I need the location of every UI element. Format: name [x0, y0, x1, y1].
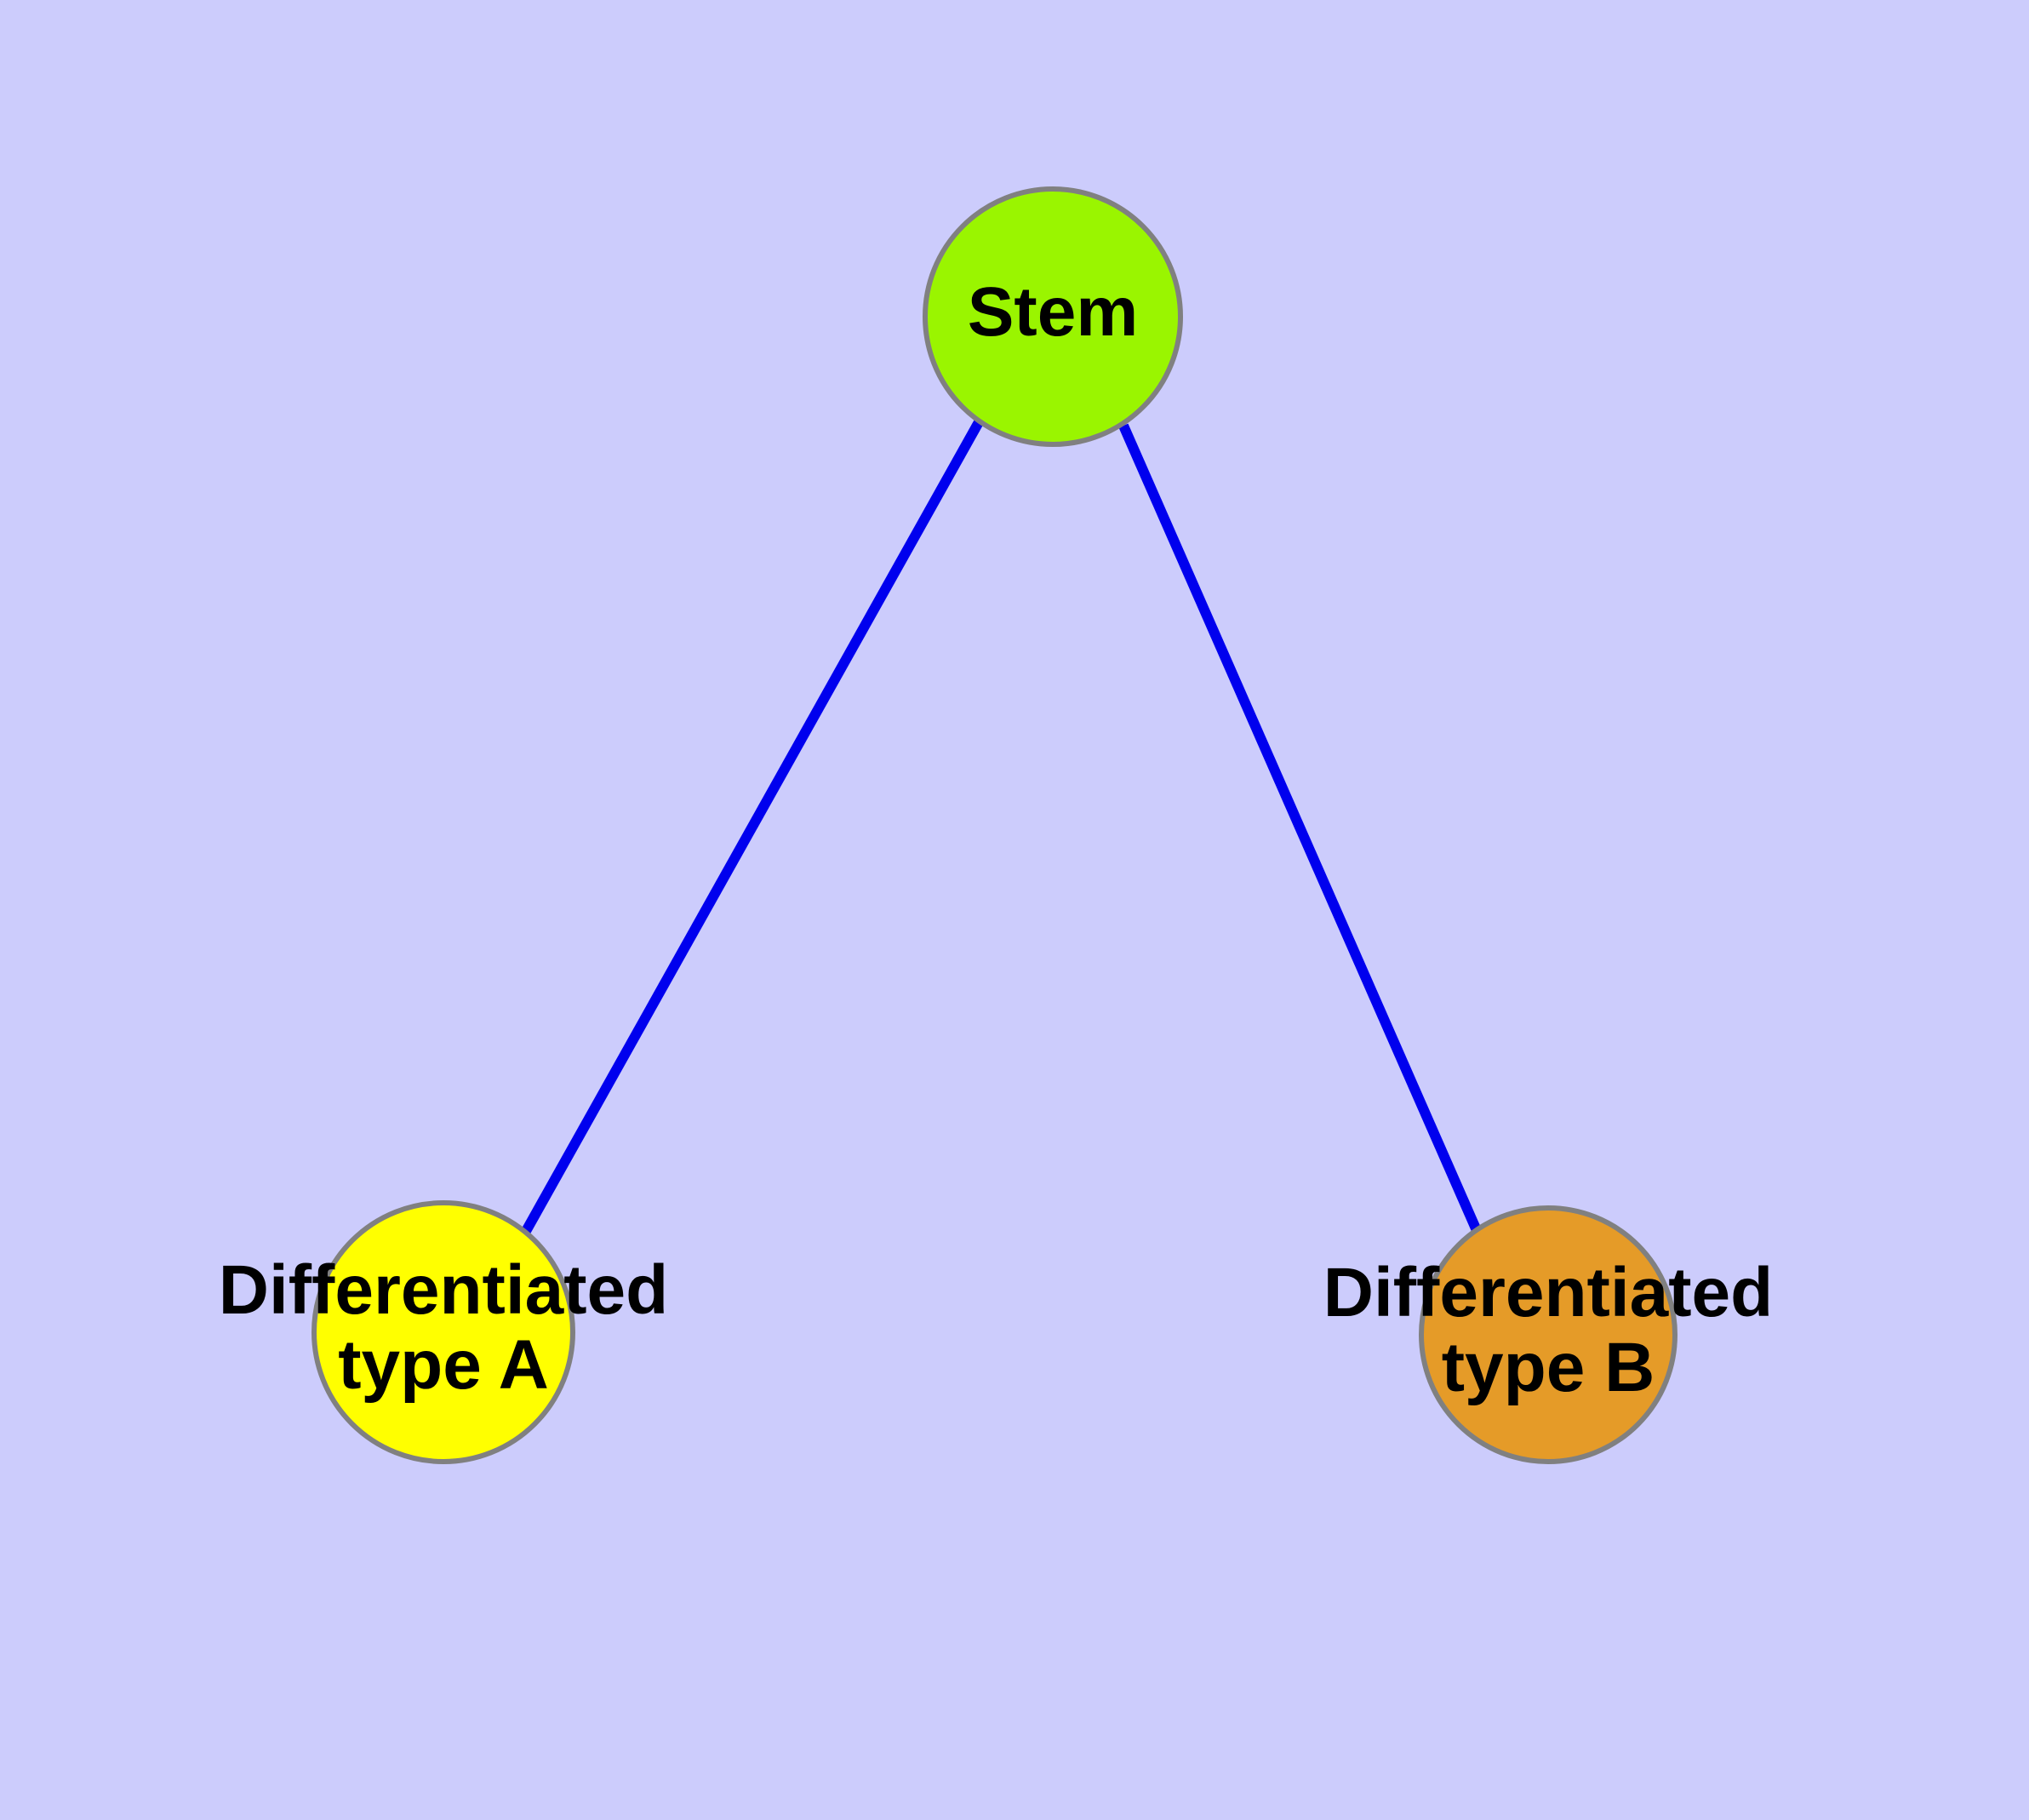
node-label-line: type A	[338, 1326, 549, 1404]
edge-stem-to-differentiated-type-a[interactable]	[520, 420, 984, 1235]
node-label-line: type B	[1442, 1329, 1655, 1406]
node-label-line: Differentiated	[1323, 1254, 1774, 1331]
node-stem-label: Stem	[968, 273, 1139, 351]
nodes-layer	[311, 186, 1677, 1464]
node-label-line: Differentiated	[219, 1251, 669, 1329]
node-label-line: Stem	[968, 273, 1139, 351]
node-stem-circle[interactable]	[923, 186, 1183, 447]
edges-layer	[520, 420, 1483, 1237]
node-differentiated-type-b-circle[interactable]	[1419, 1205, 1677, 1464]
node-differentiated-type-a-circle[interactable]	[311, 1200, 575, 1464]
edge-stem-to-differentiated-type-b[interactable]	[1118, 423, 1483, 1237]
